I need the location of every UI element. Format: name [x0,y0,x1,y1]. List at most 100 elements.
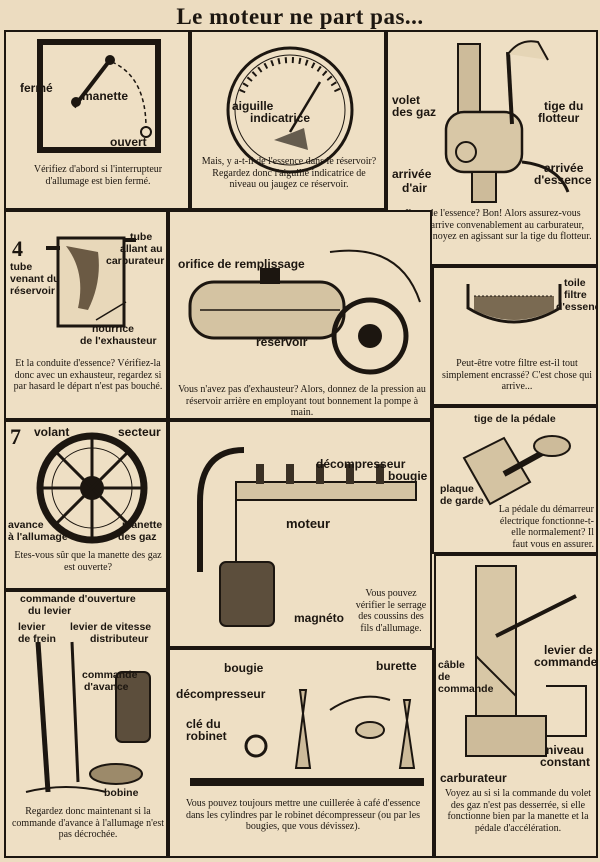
label-tube-allant: tube [130,231,153,243]
label-ferme: fermé [20,81,53,95]
label-aiguille: aiguille [232,99,274,113]
label-distributeur: distributeur [90,633,149,645]
label-des-gaz: des gaz [118,531,157,543]
panel-fuel-gauge: aiguille indicatrice Mais, y a-t-il de l… [190,30,386,210]
label-reservoir: réservoir [256,335,308,349]
label-moteur: moteur [286,516,331,531]
label-manette: manette [82,89,129,103]
label-constant: constant [540,755,591,769]
label-de: de [438,671,451,683]
label-avance: avance [8,519,44,531]
label-filtre: filtre [564,289,587,301]
label-robinet: robinet [186,729,227,743]
label-bougie: bougie [388,469,428,483]
label-des-gaz: des gaz [392,105,437,119]
label-de-exhausteur: de l'exhausteur [80,335,157,347]
panel-carburettor: volet des gaz tige du flotteur arrivée d… [386,30,598,266]
panel-starter-pedal: tige de la pédale plaque de garde La péd… [432,406,598,554]
label-commande: commande [82,669,138,681]
panel-caption: La pédale du démarreur électrique foncti… [498,504,594,550]
label-decompresseur: décompresseur [176,687,266,701]
label-allant-au: allant au [120,243,163,255]
label-de-frein: de frein [18,633,56,645]
panel-caption: Et la conduite d'essence? Vérifiez-la do… [13,358,163,392]
fuel-filter-illustration [466,284,562,324]
label-decompresseur: décompresseur [316,457,406,471]
label-carburateur: carburateur [106,255,165,267]
label-arrivee-air: arrivée [392,167,432,181]
label-commande: commande [534,655,598,669]
label-tube-venant: tube [10,261,33,273]
label-manette: manette [122,519,163,531]
carburettor-illustration [444,40,570,203]
label-dessence: d'essence [556,301,596,313]
starter-pedal-illustration [462,435,571,506]
label-carburateur: carburateur [440,771,507,785]
label-niveau: niveau [546,743,585,757]
label-ouvert: ouvert [110,135,147,149]
label-arrivee-essence: arrivée [544,161,584,175]
steering-wheel-illustration [36,432,148,544]
panel-caption: Vous n'avez pas d'exhausteur? Alors, don… [178,384,426,418]
label-orifice: orifice de remplissage [178,257,305,271]
label-indicatrice: indicatrice [250,111,311,125]
label-de-garde: de garde [440,495,484,507]
label-venant-du: venant du [10,273,60,285]
label-essence: d'essence [534,173,592,187]
panel-caption: Voyez au si si la commande du volet des … [444,788,592,834]
panel-caption: Mais, y a-t-il de l'essence dans le rése… [201,156,377,190]
priming-illustration [190,689,424,786]
tank-illustration [188,249,421,375]
panel-ignition-switch: fermé manette ouvert Vérifiez d'abord si… [4,30,190,210]
panel-caption: Regardez donc maintenant si la commande … [11,806,164,840]
panel-ignition-controls: commande d'ouverture du levier levier de… [4,590,168,858]
label-a-allumage: à l'allumage [8,531,68,543]
panel-exhauster: 4 tube venant du réservoir tube allant a… [4,210,168,420]
panel-throttle-control: levier de commande câble de commande niv… [434,554,598,858]
panel-caption: Peut-être votre filtre est-il tout simpl… [441,358,593,392]
panel-number: 4 [12,236,23,261]
label-plaque: plaque [440,483,474,495]
panel-caption: Vous pouvez toujours mettre une cuilleré… [185,798,421,832]
throttle-control-illustration [465,565,587,757]
page-title: Le moteur ne part pas... [176,4,424,29]
label-commande-ouverture: commande d'ouverture [20,593,136,605]
label-volant: volant [34,425,70,439]
label-cle-du: clé du [186,717,221,731]
panel-steering-wheel: 7 volant secteur avance à l'allumage man… [4,420,168,590]
label-bougie: bougie [224,661,264,675]
ignition-controls-illustration [25,641,151,793]
label-commande-cable: commande [438,683,494,695]
panel-engine-wiring: décompresseur bougie moteur magnéto Vous… [168,420,432,648]
fuel-gauge-illustration [226,46,354,174]
panel-caption: Vérifiez d'abord si l'interrupteur d'all… [33,164,163,187]
label-davance: d'avance [84,681,129,693]
panel-number: 7 [10,424,21,449]
panel-caption: Vous pouvez vérifier le serrage des cous… [355,588,427,634]
label-flotteur: flotteur [538,111,580,125]
panel-tank-pump: orifice de remplissage réservoir Vous n'… [168,210,432,420]
label-magneto: magnéto [294,611,345,625]
label-air: d'air [402,181,427,195]
engine-wiring-illustration [197,447,417,627]
label-levier: levier [18,621,46,633]
label-toile: toile [564,277,586,289]
label-nourrice: nourrice [92,323,135,335]
panel-priming: bougie burette décompresseur clé du robi… [168,648,434,858]
label-tige-du: tige du [544,99,584,113]
panel-caption: Il y a de l'essence? Bon! Alors assurez-… [394,208,592,242]
label-cable: câble [438,659,465,671]
panel-caption: Etes-vous sûr que la manette des gaz est… [14,550,162,573]
label-burette: burette [376,659,417,673]
label-du-levier: du levier [28,605,72,617]
label-bobine: bobine [104,787,139,799]
label-volet: volet [392,93,421,107]
exhauster-illustration [46,236,136,328]
label-secteur: secteur [118,425,161,439]
label-levier-de: levier de [544,643,593,657]
label-reservoir: réservoir [10,285,55,297]
label-tige-pedale: tige de la pédale [474,413,556,425]
ignition-switch-illustration [37,39,161,153]
label-levier-vitesse: levier de vitesse [70,621,152,633]
